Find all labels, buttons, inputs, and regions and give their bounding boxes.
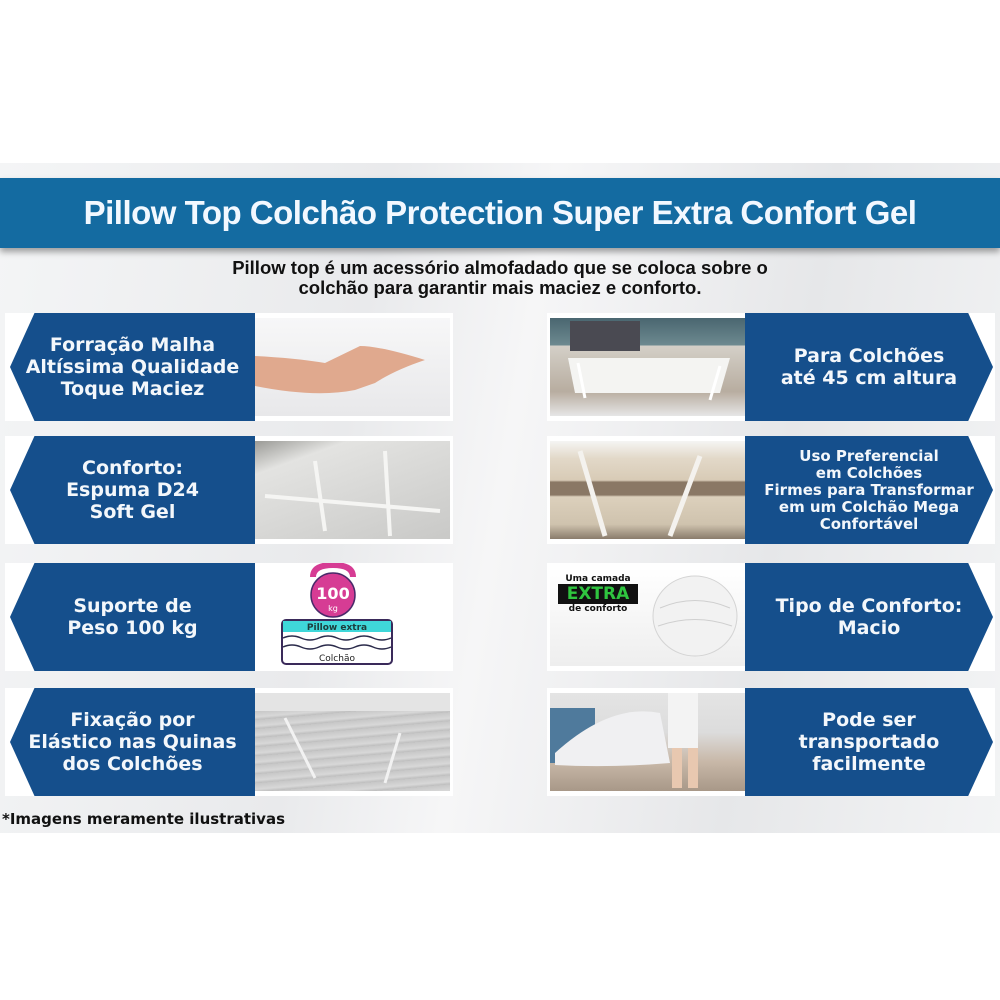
feature-arrow: Tipo de Conforto:Macio <box>745 563 993 671</box>
subtitle: Pillow top é um acessório almofadado que… <box>150 258 850 298</box>
subtitle-line-1: Pillow top é um acessório almofadado que… <box>232 257 768 278</box>
quilt-lines-icon <box>264 450 441 537</box>
hand-fabric-image <box>255 318 450 416</box>
feature-text: transportado <box>798 731 940 753</box>
feature-text: Altíssima Qualidade <box>25 356 240 378</box>
elastic-corner-image <box>255 693 450 791</box>
mattress-side-image <box>550 441 745 539</box>
svg-text:Pillow extra: Pillow extra <box>307 623 367 633</box>
person-topper-image <box>550 693 745 791</box>
feature-text: Peso 100 kg <box>67 617 198 639</box>
rolled-topper-icon <box>652 575 738 657</box>
feature-card-comfort: Uma camada EXTRA de conforto Tipo de Con… <box>547 563 995 671</box>
subtitle-line-2: colchão para garantir mais maciez e conf… <box>298 277 702 298</box>
svg-text:Colchão: Colchão <box>319 654 355 664</box>
svg-text:kg: kg <box>328 604 338 613</box>
feature-text: dos Colchões <box>62 753 203 775</box>
title-bar: Pillow Top Colchão Protection Super Extr… <box>0 178 1000 248</box>
feature-text: Espuma D24 <box>66 479 199 501</box>
feature-text: até 45 cm altura <box>780 367 958 389</box>
feature-text: em um Colchão Mega <box>778 497 960 516</box>
extra-badge-highlight: EXTRA <box>558 584 638 604</box>
topper-corner-image <box>255 441 450 539</box>
feature-text: Tipo de Conforto: <box>775 595 963 617</box>
feature-text: em Colchões <box>815 463 923 482</box>
extra-badge-text: de conforto <box>568 604 628 614</box>
feature-text: Macio <box>837 617 901 639</box>
footnote: *Imagens meramente ilustrativas <box>2 810 286 828</box>
svg-text:100: 100 <box>316 584 349 603</box>
feature-text: Soft Gel <box>89 501 176 523</box>
feature-text: Conforto: <box>82 457 183 479</box>
kettlebell-mattress-icon: 100 kg Pillow extra Colchão <box>281 563 393 665</box>
feature-text: Fixação por <box>70 709 195 731</box>
feature-text: Forração Malha <box>49 334 216 356</box>
feature-text: Pode ser <box>822 709 916 731</box>
rolled-topper-image: Uma camada EXTRA de conforto <box>550 568 745 666</box>
extra-badge: Uma camada EXTRA de conforto <box>558 574 638 614</box>
strap-icon <box>577 450 703 537</box>
feature-text: Confortável <box>819 514 919 533</box>
feature-text: Uso Preferencial <box>799 446 939 465</box>
bed-icon <box>568 321 730 401</box>
weight-diagram: 100 kg Pillow extra Colchão <box>255 563 450 666</box>
feature-text: facilmente <box>812 753 926 775</box>
extra-badge-text: Uma camada <box>565 574 631 584</box>
page-title: Pillow Top Colchão Protection Super Extr… <box>83 194 917 231</box>
feature-text: Toque Maciez <box>60 378 205 400</box>
feature-text: Firmes para Transformar <box>764 480 974 499</box>
person-icon <box>550 693 698 788</box>
strap-icon <box>255 693 450 784</box>
feature-text: Elástico nas Quinas <box>28 731 237 753</box>
hand-icon <box>255 346 425 394</box>
feature-text: Para Colchões <box>793 345 945 367</box>
bed-topper-image <box>550 318 745 416</box>
feature-text: Suporte de <box>73 595 192 617</box>
